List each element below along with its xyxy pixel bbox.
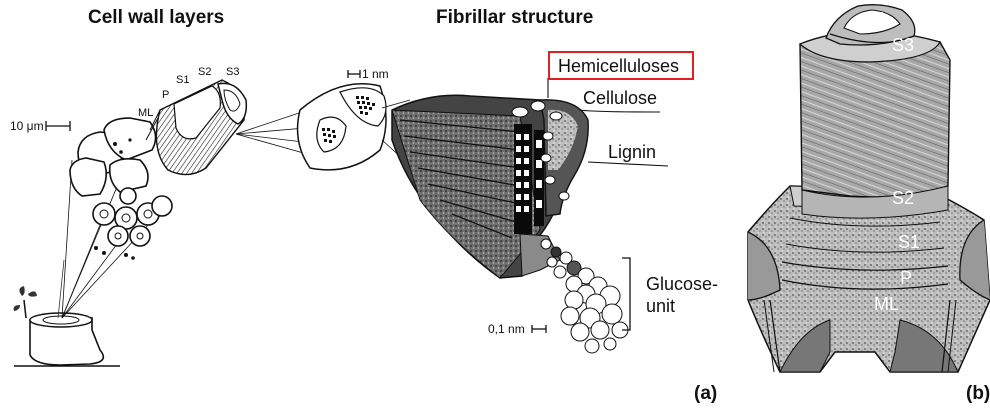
panel-b-label-ml: ML: [874, 295, 899, 313]
microfibril-section: [298, 84, 386, 170]
layer-label-p: P: [162, 90, 169, 101]
scale-label-1nm: 1 nm: [362, 68, 389, 80]
panel-b-drawing: [740, 0, 990, 410]
panel-b-label-s2: S2: [892, 189, 914, 207]
label-hemicelluloses: Hemicelluloses: [558, 57, 679, 75]
label-cellulose: Cellulose: [583, 89, 657, 107]
layer-label-s1: S1: [176, 75, 189, 86]
panel-b-label-p: P: [900, 269, 912, 287]
heading-cell-wall-layers: Cell wall layers: [88, 8, 224, 27]
panel-b-tag: (b): [966, 384, 990, 403]
scale-label-01nm: 0,1 nm: [488, 323, 525, 335]
heading-fibrillar-structure: Fibrillar structure: [436, 8, 593, 27]
s2-column: [800, 31, 950, 218]
panel-b-label-s3: S3: [892, 36, 914, 54]
panel-b-label-s1: S1: [898, 233, 920, 251]
label-glucose-line1: Glucose-: [646, 275, 718, 293]
panel-a-tag: (a): [694, 384, 717, 403]
layer-label-ml: ML: [138, 108, 153, 119]
glucose-bracket: [622, 258, 630, 330]
label-lignin: Lignin: [608, 143, 656, 161]
panel-b-label-w: W: [866, 10, 883, 28]
layer-label-s3: S3: [226, 67, 239, 78]
scale-label-10um: 10 μm: [10, 120, 44, 132]
glucose-molecule-model: [541, 239, 628, 353]
layer-label-s2: S2: [198, 67, 211, 78]
label-glucose-line2: unit: [646, 297, 675, 315]
